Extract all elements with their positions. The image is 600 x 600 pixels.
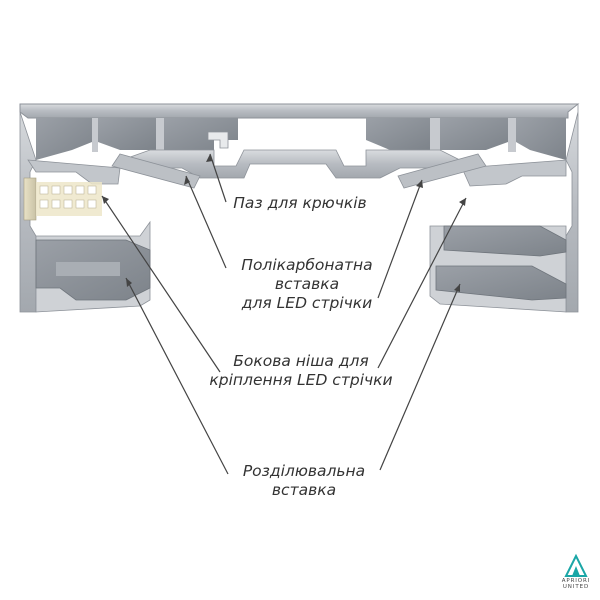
- label-dividing-insert: Розділювальна вставка: [226, 462, 382, 500]
- leader-lines: [101, 153, 467, 475]
- label-polycarbonate-line-3: для LED стрічки: [241, 294, 373, 312]
- label-hook-groove-text: Паз для крючків: [233, 194, 367, 212]
- leader-hook-groove: [209, 153, 227, 203]
- leader-niche-right: [377, 197, 467, 369]
- dividing-insert: [35, 225, 567, 301]
- label-side-niche-line-1: Бокова ніша для: [233, 352, 369, 370]
- label-side-niche: Бокова ніша для кріплення LED стрічки: [192, 352, 410, 390]
- label-polycarbonate-insert: Полікарбонатна вставка для LED стрічки: [222, 256, 392, 313]
- leader-poly-left: [185, 175, 227, 269]
- leader-divider-left: [125, 277, 229, 475]
- leader-divider-right: [379, 283, 461, 471]
- label-dividing-line-1: Розділювальна: [242, 462, 366, 480]
- led-strip: [23, 177, 102, 221]
- brand-name: APRIORI UNITED: [561, 578, 591, 590]
- label-polycarbonate-line-2: вставка: [274, 275, 340, 293]
- brand-logo-icon: [564, 553, 588, 577]
- leader-arrowheads: [102, 154, 466, 292]
- polycarbonate-insert: [111, 153, 487, 189]
- leader-poly-right: [377, 179, 423, 299]
- brand-mark: APRIORI UNITED: [548, 548, 600, 590]
- label-hook-groove: Паз для крючків: [226, 194, 374, 213]
- label-dividing-line-2: вставка: [271, 481, 337, 499]
- label-polycarbonate-line-1: Полікарбонатна: [241, 256, 373, 274]
- leader-niche-left: [101, 195, 221, 373]
- label-side-niche-line-2: кріплення LED стрічки: [209, 371, 393, 389]
